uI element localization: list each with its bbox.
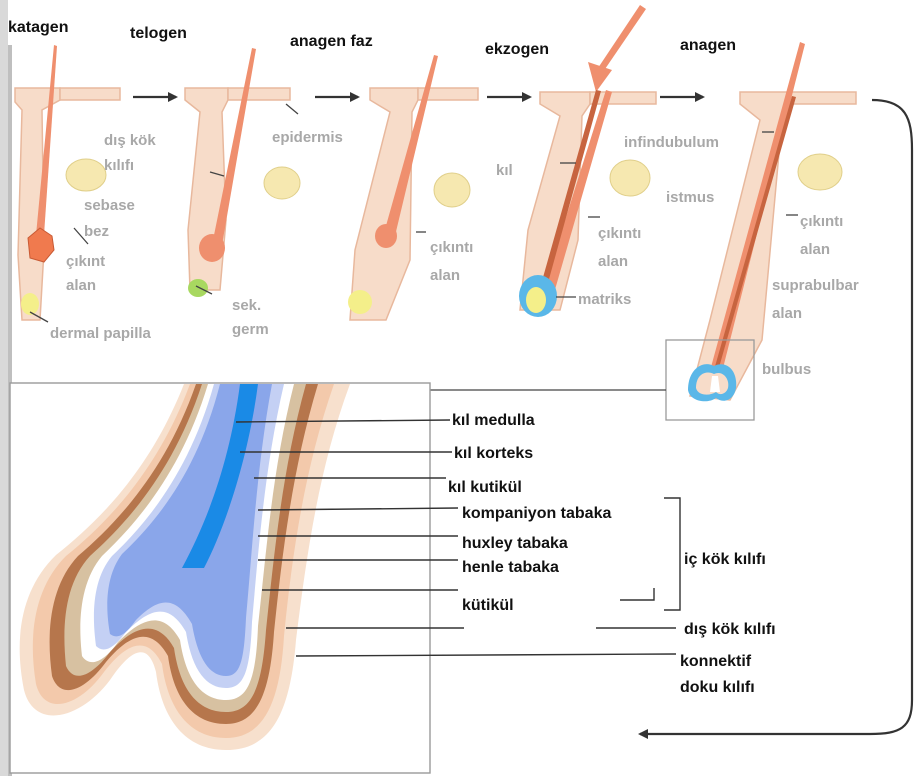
label-konnektif-2: doku kılıfı: [680, 679, 755, 696]
bulbus-mini: [688, 364, 736, 401]
label-henle-tabaka: henle tabaka: [462, 559, 559, 576]
label-infindubulum: infindubulum: [624, 134, 719, 151]
stage-title-telogen: telogen: [130, 25, 187, 42]
label-cikinti-c: çıkıntı: [598, 225, 641, 242]
label-konnektif-1: konnektif: [680, 653, 752, 670]
label-cikinti-b: çıkıntı: [430, 239, 473, 256]
follicle-telogen: [185, 48, 300, 297]
label-dermal-papilla: dermal papilla: [50, 325, 152, 342]
label-matriks: matriks: [578, 291, 631, 308]
shed-club-hair: [588, 62, 612, 92]
label-ic-kok-kilifi: iç kök kılıfı: [684, 551, 766, 568]
label-bez: bez: [84, 223, 109, 240]
label-kil: kıl: [496, 162, 513, 179]
stage-title-anagen-faz: anagen faz: [290, 33, 373, 50]
label-sebase: sebase: [84, 197, 135, 214]
label-germ: germ: [232, 321, 269, 338]
label-alan-d: alan: [800, 241, 830, 258]
label-suprabulbar-2: alan: [772, 305, 802, 322]
page-edge: [0, 0, 8, 776]
label-kutikul: kütikül: [462, 597, 514, 614]
shed-hair-shaft: [598, 5, 646, 72]
label-kil-medulla: kıl medulla: [452, 412, 535, 429]
label-kil-korteks: kıl korteks: [454, 445, 533, 462]
label-epidermis: epidermis: [272, 129, 343, 146]
label-sek: sek.: [232, 297, 261, 314]
label-bulbus: bulbus: [762, 361, 811, 378]
label-alan-b: alan: [430, 267, 460, 284]
stage-title-katagen: katagen: [8, 19, 68, 36]
follicle-ekzogen: [519, 90, 656, 317]
label-alan-c: alan: [598, 253, 628, 270]
label-dis-kok-kilifi: dış kök kılıfı: [684, 621, 776, 638]
label-cikinti-a: çıkınt: [66, 253, 105, 270]
layer-labels: kıl medulla kıl korteks kıl kutikül komp…: [448, 412, 776, 696]
label-dis-kok-1: dış kök: [104, 132, 156, 149]
stage-title-ekzogen: ekzogen: [485, 41, 549, 58]
label-kompaniyon-tabaka: kompaniyon tabaka: [462, 505, 611, 522]
stage-title-anagen: anagen: [680, 37, 736, 54]
label-dis-kok-2: kılıfı: [104, 157, 134, 174]
label-huxley-tabaka: huxley tabaka: [462, 535, 568, 552]
label-istmus: istmus: [666, 189, 714, 206]
label-cikinti-d: çıkıntı: [800, 213, 843, 230]
label-alan-a: alan: [66, 277, 96, 294]
label-suprabulbar-1: suprabulbar: [772, 277, 859, 294]
label-kil-kutikul: kıl kutikül: [448, 479, 522, 496]
